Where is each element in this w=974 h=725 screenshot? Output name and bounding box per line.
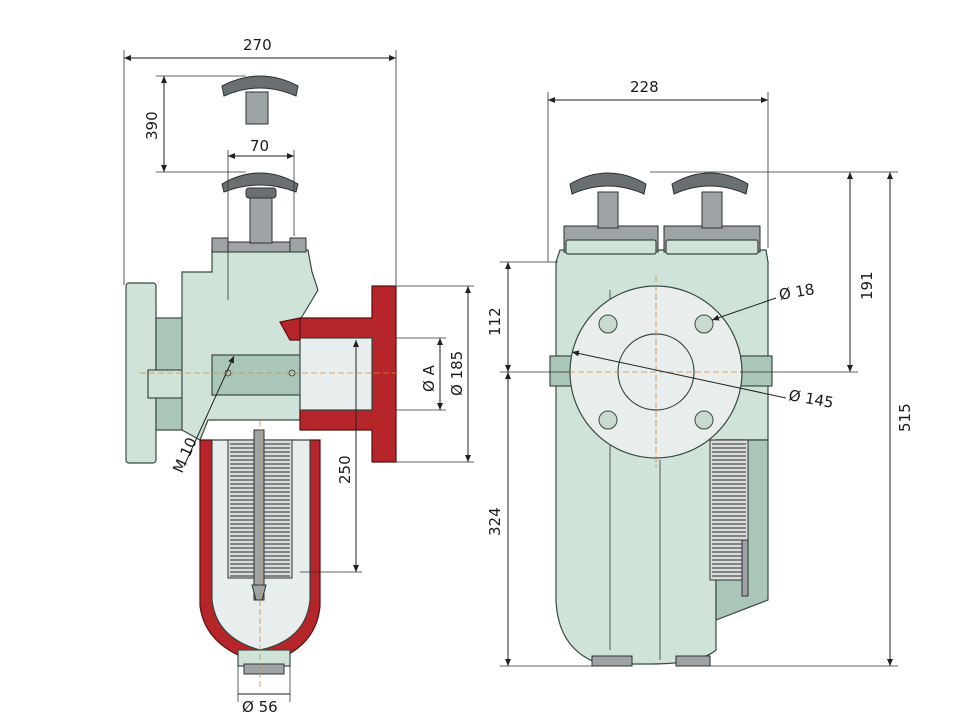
dim-bolt-circle: Ø 145	[787, 386, 835, 412]
front-mesh-lines	[712, 443, 746, 577]
dim-cover-width: 70	[250, 137, 269, 155]
dim-side-width: 270	[243, 36, 272, 54]
bolt-4	[694, 410, 714, 430]
dim-overall-height: 515	[896, 403, 914, 432]
dim-flange-to-bottom: 324	[486, 507, 504, 536]
outlet-bore	[299, 337, 373, 411]
foot-right	[675, 655, 711, 667]
dim-bolt-hole: Ø 18	[778, 280, 816, 304]
dim-handle-travel: 390	[143, 111, 161, 140]
front-dimensions: 228 191 515 112 324 Ø 18 Ø 145	[486, 78, 914, 667]
stem-lower	[249, 194, 273, 244]
drain-plug	[243, 663, 285, 675]
front-view	[549, 172, 773, 667]
bolt-2	[694, 314, 714, 334]
front-knob-left	[569, 172, 647, 195]
upper-housing	[181, 249, 319, 441]
cover-bolt-right	[289, 237, 307, 253]
stem-upper	[245, 91, 269, 125]
front-stem-right	[701, 191, 723, 229]
mid-band	[211, 354, 305, 396]
dim-bore: Ø A	[420, 364, 438, 392]
dim-drain: Ø 56	[242, 698, 278, 716]
bolt-3	[598, 410, 618, 430]
front-stem-left	[597, 191, 619, 229]
cover-bolt-left	[211, 237, 229, 253]
dim-flange-od: Ø 185	[448, 351, 466, 396]
bolt-1	[598, 314, 618, 334]
center-rod	[253, 429, 265, 601]
foot-left	[591, 655, 633, 667]
dim-inlet-center: 112	[486, 307, 504, 336]
side-view	[125, 75, 397, 675]
front-knob-right	[671, 172, 749, 195]
knob-upper	[221, 75, 299, 97]
dim-thread: M 10	[169, 435, 200, 476]
knob-lower	[221, 172, 299, 193]
dim-element-depth: 250	[336, 455, 354, 484]
dim-top-to-flange: 191	[858, 271, 876, 300]
dim-front-width: 228	[630, 78, 659, 96]
side-dimensions: 270 390 70 Ø A Ø 185 250 M 10 Ø 56	[123, 36, 474, 716]
